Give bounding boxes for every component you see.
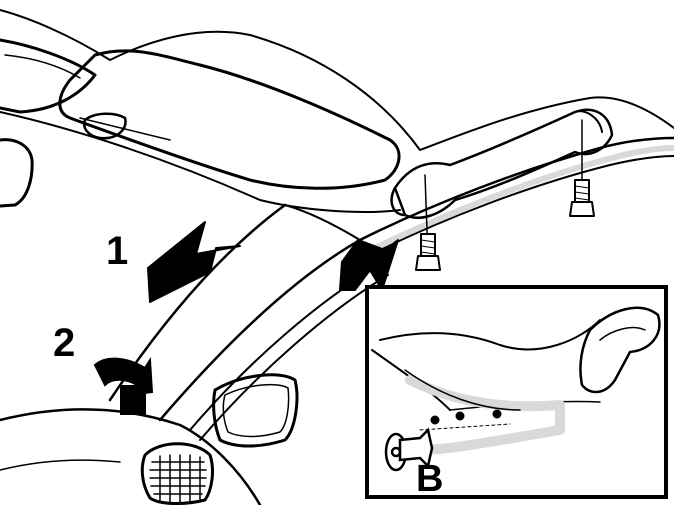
a-pillar-right-edge (158, 238, 362, 422)
sun-visor-left-inner (4, 54, 81, 79)
dashboard-lower (0, 459, 121, 471)
bolt-icon (569, 179, 595, 217)
roof-rail-inner (369, 155, 674, 256)
grab-handle (393, 108, 614, 219)
sun-visor-left (0, 38, 97, 114)
headliner-outline (0, 9, 674, 151)
rear-view-mirror (0, 138, 34, 208)
roof-rail-shade (372, 145, 674, 251)
sun-visor-center (58, 49, 401, 190)
arrow-up-right-icon (339, 239, 399, 291)
grab-handle-end-left (390, 186, 407, 217)
step-2-label: 2 (53, 321, 76, 365)
dashboard (0, 408, 262, 507)
exterior-mirror-glass (222, 383, 290, 438)
step-1-label: 1 (106, 229, 129, 273)
inset-detail-box (365, 285, 668, 499)
exterior-mirror (212, 373, 299, 448)
arrow-curved-up-icon (93, 356, 154, 415)
visor-clip (83, 112, 127, 140)
air-vent-icon (140, 442, 214, 505)
inset-b-label: B (416, 458, 444, 500)
plastic-clip-icon (384, 427, 434, 472)
visor-mirror-outline (79, 117, 171, 141)
arrow-left-icon (147, 221, 241, 303)
a-pillar-top (284, 204, 361, 241)
grab-handle-end-right (574, 110, 603, 133)
roof-edge (0, 111, 401, 213)
bolt-icon (415, 233, 441, 271)
